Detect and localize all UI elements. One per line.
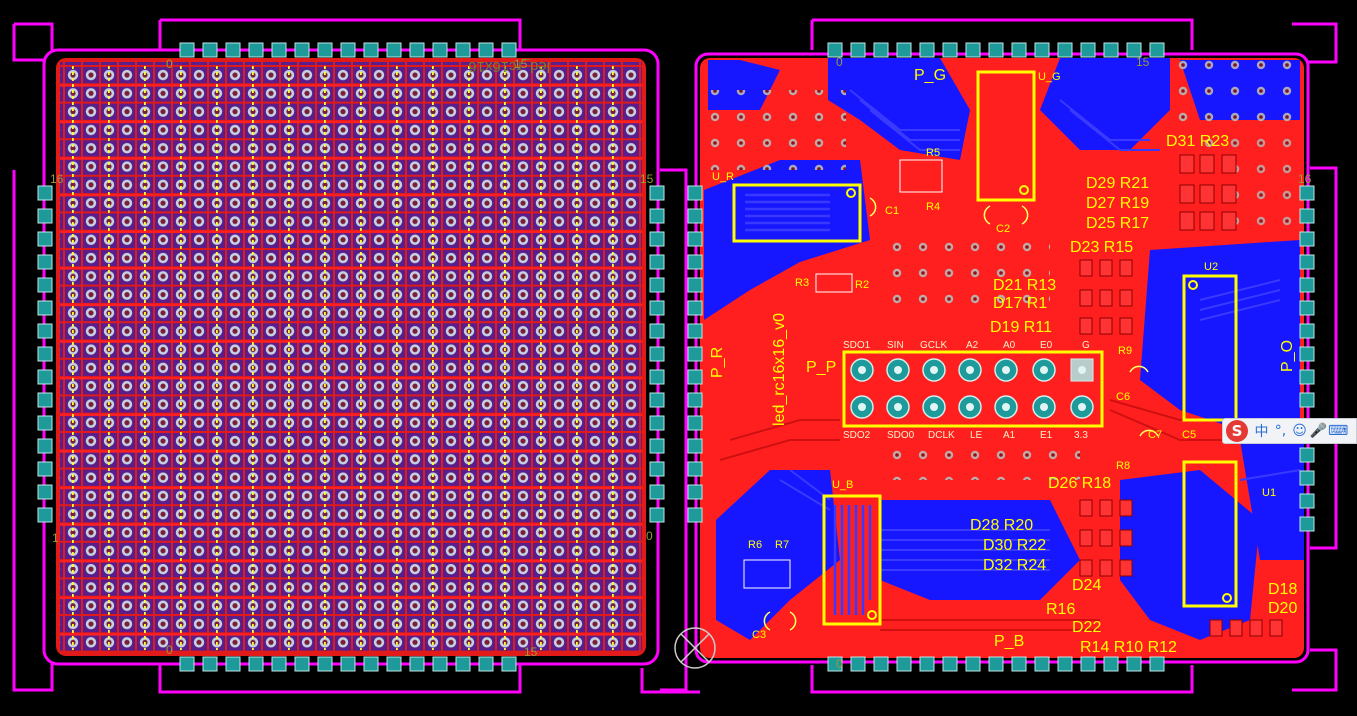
svg-text:D18: D18 xyxy=(1268,581,1297,598)
label-p-g: P_G xyxy=(914,67,946,84)
pin-label-a1: A1 xyxy=(1003,430,1016,441)
right-label-bottom-0: 0 xyxy=(836,657,843,671)
svg-text:D32 R24: D32 R24 xyxy=(983,557,1046,574)
label-p-r: P_R xyxy=(709,347,726,378)
right-label-top-15: 15 xyxy=(1136,55,1150,69)
label-p-p: P_P xyxy=(806,359,836,376)
label-u-r: U_R xyxy=(712,171,734,183)
chip-u1[interactable] xyxy=(1182,460,1238,608)
pin-label-sdo0: SDO0 xyxy=(887,430,915,441)
svg-text:R4: R4 xyxy=(926,201,940,213)
pin-label-sdo2: SDO2 xyxy=(843,430,871,441)
right-label-top-0: 0 xyxy=(836,55,843,69)
svg-text:D20: D20 xyxy=(1268,600,1297,617)
left-side-connector-pads xyxy=(37,185,53,523)
left-top-connector-pads xyxy=(179,42,517,58)
svg-text:D30 R22: D30 R22 xyxy=(983,537,1046,554)
pin-label-e0: E0 xyxy=(1040,340,1053,351)
label-u-b: U_B xyxy=(832,479,853,491)
left-label-top-0: 0 xyxy=(166,57,173,71)
label-u1: U1 xyxy=(1262,487,1276,499)
right-top-connector-pads xyxy=(827,42,1165,58)
svg-text:R16: R16 xyxy=(1046,601,1075,618)
svg-text:R5: R5 xyxy=(926,147,940,159)
left-label-bottom-15: 15 xyxy=(524,645,538,659)
svg-text:C1: C1 xyxy=(885,205,899,217)
sogou-logo-icon[interactable]: S xyxy=(1226,420,1248,442)
chip-u2[interactable] xyxy=(1182,274,1238,422)
label-u-g: U_G xyxy=(1038,71,1061,83)
svg-text:D29 R21: D29 R21 xyxy=(1086,175,1149,192)
microphone-icon[interactable]: 🎤 xyxy=(1309,423,1328,439)
left-board-title: led_rc16x16 xyxy=(468,58,550,75)
svg-text:D28 R20: D28 R20 xyxy=(970,517,1033,534)
label-u2: U2 xyxy=(1204,261,1218,273)
pin-label-gclk: GCLK xyxy=(920,340,948,351)
smd-footprints xyxy=(1079,154,1283,637)
left-bottom-connector-pads xyxy=(179,656,517,672)
svg-text:D23 R15: D23 R15 xyxy=(1070,239,1133,256)
svg-text:D21 R13: D21 R13 xyxy=(993,277,1056,294)
pin-label-g: G xyxy=(1082,340,1090,351)
left-right-connector-pads xyxy=(649,185,665,523)
right-right-connector-pads xyxy=(1299,185,1315,532)
svg-text:D31 R23: D31 R23 xyxy=(1166,133,1229,150)
label-p-b: P_B xyxy=(994,633,1024,650)
left-label-16: 16 xyxy=(50,172,64,186)
pin-label-dclk: DCLK xyxy=(928,430,955,441)
svg-text:R2: R2 xyxy=(855,279,869,291)
left-label-right-15: 15 xyxy=(640,172,654,186)
svg-text:C5: C5 xyxy=(1182,429,1196,441)
svg-text:D17 R1: D17 R1 xyxy=(993,295,1047,312)
pin-label-a0: A0 xyxy=(1003,340,1016,351)
left-label-1: 1 xyxy=(52,531,59,545)
right-board: P_G U_G U_R U_B U2 U1 P_R P_O P_B P_P le… xyxy=(640,18,1338,694)
keyboard-icon[interactable]: ⌨ xyxy=(1328,423,1349,439)
svg-text:D26 R18: D26 R18 xyxy=(1048,475,1111,492)
right-bottom-connector-pads xyxy=(827,656,1165,672)
svg-text:R8: R8 xyxy=(1116,460,1130,472)
chip-u-r[interactable] xyxy=(732,183,862,243)
designator-labels: R5 R4 C1 C2 D31 R23 D29 R21 D27 R19 D25 … xyxy=(748,133,1297,656)
svg-text:D24: D24 xyxy=(1072,577,1101,594)
pin-label-le: LE xyxy=(970,430,983,441)
ime-toolbar[interactable]: S 中 °, ☺ 🎤 ⌨ xyxy=(1222,418,1357,444)
left-label-bottom-0: 0 xyxy=(166,643,173,657)
punctuation-toggle[interactable]: °, xyxy=(1274,423,1287,439)
left-board: led_rc16x16 0 15 16 15 0 0 15 1 xyxy=(12,18,688,694)
center-header-p-p[interactable] xyxy=(842,350,1104,428)
pin-label-3v3: 3.3 xyxy=(1074,430,1088,441)
svg-text:D25 R17: D25 R17 xyxy=(1086,215,1149,232)
fiducial-mark xyxy=(674,627,716,669)
svg-text:R14 R10 R12: R14 R10 R12 xyxy=(1080,639,1177,656)
svg-text:D19 R11: D19 R11 xyxy=(990,319,1052,336)
right-label-16: 16 xyxy=(1298,172,1312,186)
chip-u-g[interactable] xyxy=(976,70,1036,202)
svg-text:R9: R9 xyxy=(1118,345,1132,357)
chip-u-b[interactable] xyxy=(822,494,882,626)
pin-label-a2: A2 xyxy=(966,340,979,351)
emoji-icon[interactable]: ☺ xyxy=(1292,423,1307,439)
left-label-right-0: 0 xyxy=(646,529,653,543)
svg-text:C6: C6 xyxy=(1116,391,1130,403)
left-label-top-15: 15 xyxy=(514,57,528,71)
svg-text:R7: R7 xyxy=(775,539,789,551)
svg-text:C2: C2 xyxy=(996,223,1010,235)
board-vertical-title: led_rc16x16_v0 xyxy=(771,313,788,426)
right-left-connector-pads xyxy=(687,185,703,523)
pin-label-e1: E1 xyxy=(1040,430,1053,441)
svg-text:R3: R3 xyxy=(795,277,809,289)
label-p-o: P_O xyxy=(1279,340,1296,372)
svg-text:C3: C3 xyxy=(752,629,766,641)
svg-text:D27 R19: D27 R19 xyxy=(1086,195,1149,212)
svg-text:D22: D22 xyxy=(1072,619,1101,636)
pin-label-sdo1: SDO1 xyxy=(843,340,871,351)
svg-text:C7: C7 xyxy=(1148,429,1162,441)
pin-label-sin: SIN xyxy=(887,340,904,351)
chinese-mode-toggle[interactable]: 中 xyxy=(1254,424,1269,440)
svg-text:R6: R6 xyxy=(748,539,762,551)
